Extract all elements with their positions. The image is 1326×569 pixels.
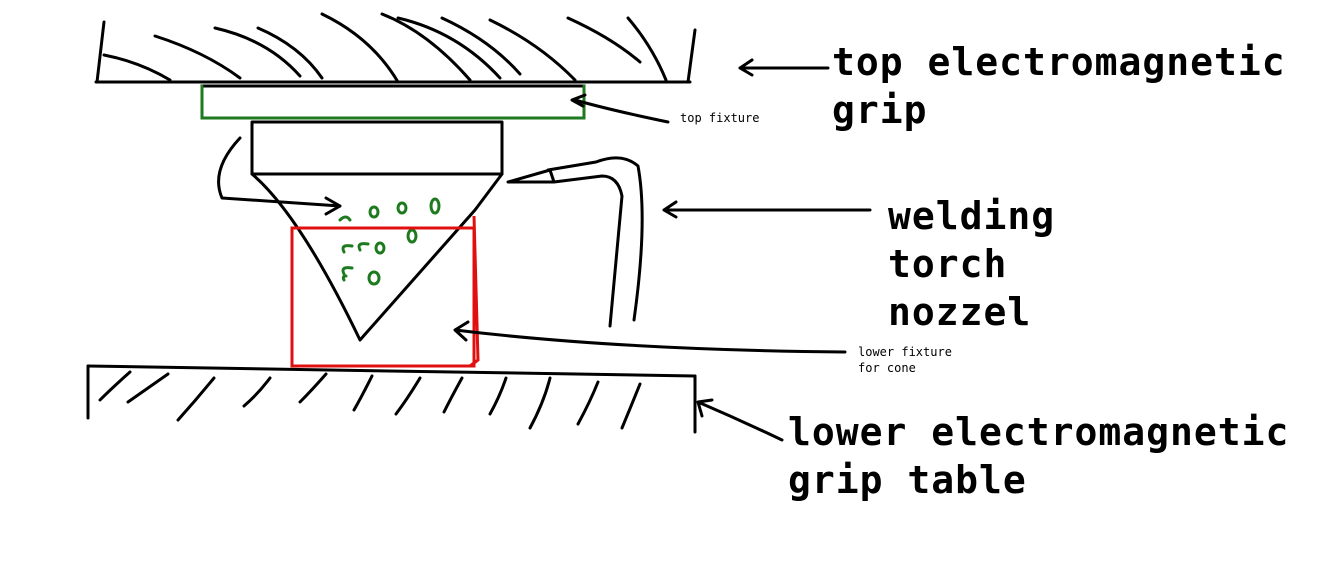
label-torch-line-1: welding bbox=[888, 194, 1056, 238]
label-torch-line-3: nozzel bbox=[888, 290, 1032, 334]
cone-holder bbox=[217, 120, 504, 342]
top-grip-right-edge bbox=[686, 28, 697, 84]
top-grip-hatching bbox=[102, 12, 668, 84]
lower-electromagnetic-grip-table bbox=[86, 364, 784, 442]
label-lower-grip-line-1: lower electromagnetic bbox=[788, 410, 1290, 454]
top-grip-arrow bbox=[738, 58, 830, 77]
top-fixture-arrow bbox=[570, 93, 670, 124]
top-grip-left-edge bbox=[95, 20, 106, 84]
label-top-electromagnetic-grip: top electromagnetic grip bbox=[832, 38, 1286, 134]
weld-marks bbox=[338, 197, 441, 286]
lower-grip-arrow bbox=[696, 398, 784, 442]
lower-fixture-for-cone bbox=[290, 215, 847, 368]
label-top-grip-line-1: top electromagnetic bbox=[832, 40, 1286, 84]
lower-grip-hatching bbox=[98, 370, 642, 430]
label-torch-line-2: torch bbox=[888, 242, 1008, 286]
torch-arrow bbox=[662, 200, 872, 219]
label-welding-torch-nozzel: welding torch nozzel bbox=[888, 192, 1055, 336]
label-lower-fixture-line-2: for cone bbox=[858, 361, 916, 375]
label-lower-fixture-line-1: lower fixture bbox=[858, 345, 952, 359]
lower-fixture-arrow bbox=[453, 320, 847, 354]
label-top-fixture: top fixture bbox=[680, 111, 760, 125]
rotation-arrow bbox=[217, 136, 342, 216]
label-lower-fixture-for-cone: lower fixture for cone bbox=[858, 344, 952, 376]
label-lower-electromagnetic-grip-table: lower electromagnetic grip table bbox=[788, 408, 1289, 504]
label-lower-grip-line-2: grip table bbox=[788, 458, 1027, 502]
welding-torch-nozzel bbox=[506, 156, 872, 328]
top-electromagnetic-grip bbox=[94, 12, 830, 84]
label-top-grip-line-2: grip bbox=[832, 88, 928, 132]
top-fixture bbox=[200, 84, 670, 124]
